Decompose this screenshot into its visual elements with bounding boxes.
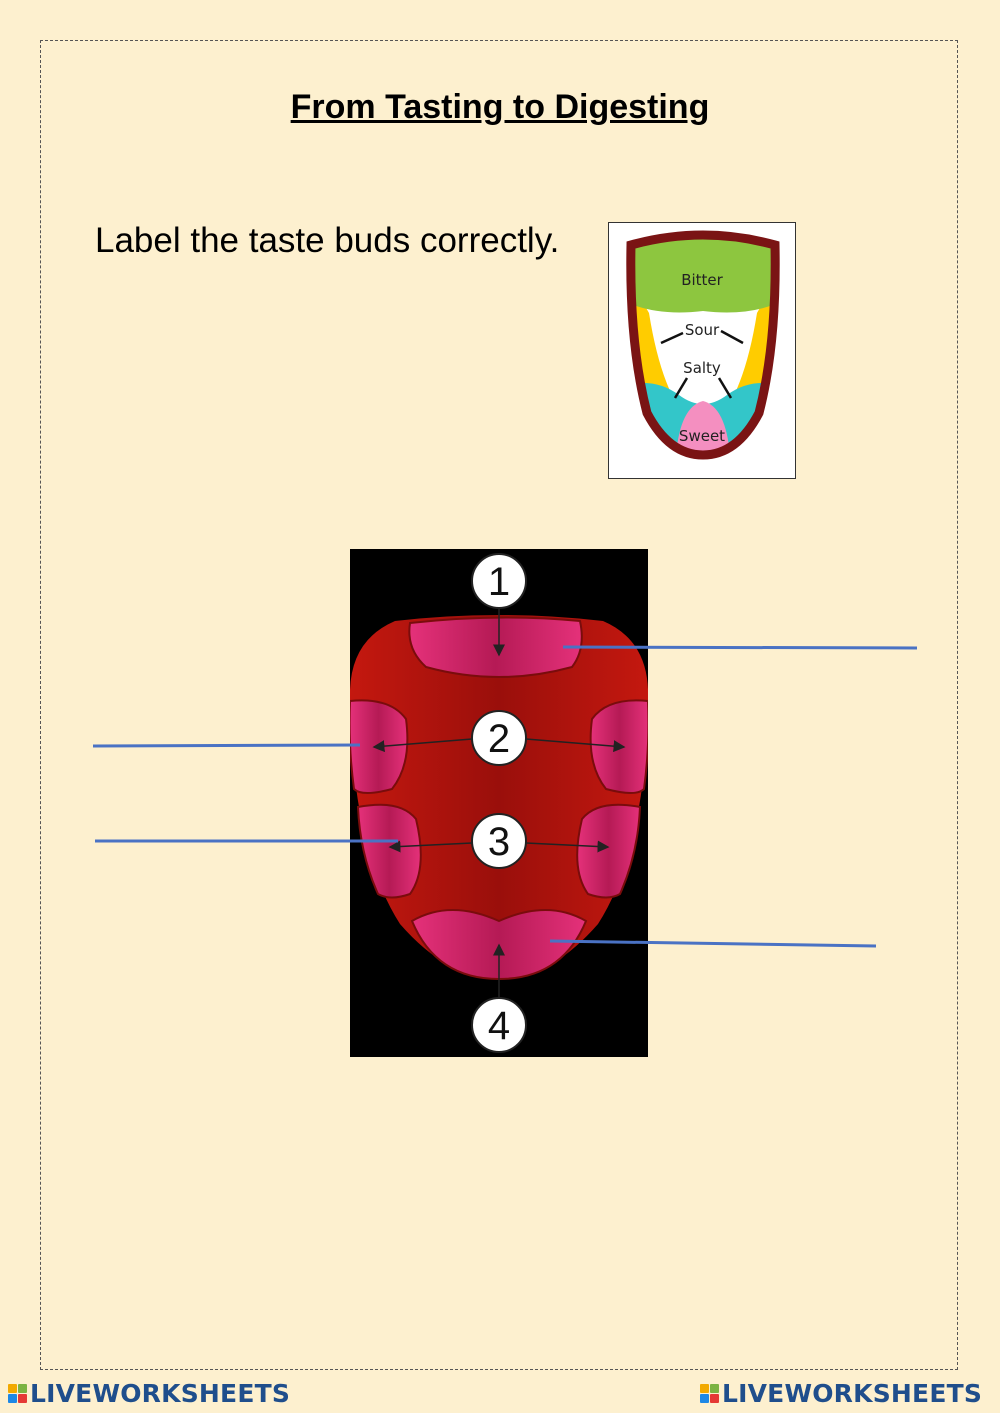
ref-label-salty: Salty [683,359,721,377]
ref-sweet-tip-zone [675,401,731,455]
answer-input-2[interactable] [96,708,330,744]
ref-label-bitter: Bitter [681,271,723,289]
logo-square-4 [710,1393,719,1403]
ref-label-sour: Sour [685,321,720,339]
reference-tongue-image: Bitter Sour Salty Sweet [608,222,796,479]
footer-logo-right: LIVEWORKSHEETS [700,1378,982,1408]
ref-salty-left-pointer [673,377,689,399]
numbered-tongue-diagram: 1 2 3 4 [348,549,650,1057]
liveworksheets-logo-icon [8,1383,27,1403]
arrow-to-zone-3-right [525,840,610,853]
logo-square-3 [700,1393,709,1403]
number-label-3: 3 [488,820,510,864]
answer-input-4[interactable] [640,906,874,942]
ref-sour-left-zone [630,283,671,398]
taste-zone-1 [408,616,583,678]
logo-square-2 [710,1383,719,1393]
arrow-to-zone-2-left [372,738,473,753]
tongue-shape [349,615,649,979]
number-label-1: 1 [488,560,510,604]
logo-square-4 [18,1393,27,1403]
ref-sour-right-zone [735,283,776,398]
number-circle-1 [471,553,527,609]
liveworksheets-logo-icon [700,1383,719,1403]
answer-input-1[interactable] [680,610,914,646]
number-circle-3 [471,813,527,869]
ref-sour-right-pointer [720,329,744,345]
logo-square-3 [8,1393,17,1403]
ref-tongue-outline [626,230,780,460]
ref-salty-right-pointer [717,377,733,399]
answer-input-3[interactable] [96,804,330,840]
ref-sour-left-pointer [660,331,684,345]
arrow-to-zone-2-right [525,738,626,753]
footer-brand-right: LIVEWORKSHEETS [722,1378,983,1408]
logo-square-1 [8,1383,17,1393]
worksheet-title: From Tasting to Digesting [290,88,710,126]
ref-bitter-zone [630,235,776,313]
arrow-to-zone-3-left [388,840,473,853]
logo-square-1 [700,1383,709,1393]
footer-logo-left: LIVEWORKSHEETS [8,1378,290,1408]
number-circle-2 [471,710,527,766]
worksheet-border [40,40,958,1370]
ref-label-sweet: Sweet [679,427,725,445]
number-circle-4 [471,997,527,1053]
number-label-4: 4 [488,1004,510,1048]
logo-square-2 [18,1383,27,1393]
instruction-text: Label the taste buds correctly. [95,221,560,260]
number-label-2: 2 [488,717,510,761]
footer-brand-left: LIVEWORKSHEETS [30,1378,291,1408]
